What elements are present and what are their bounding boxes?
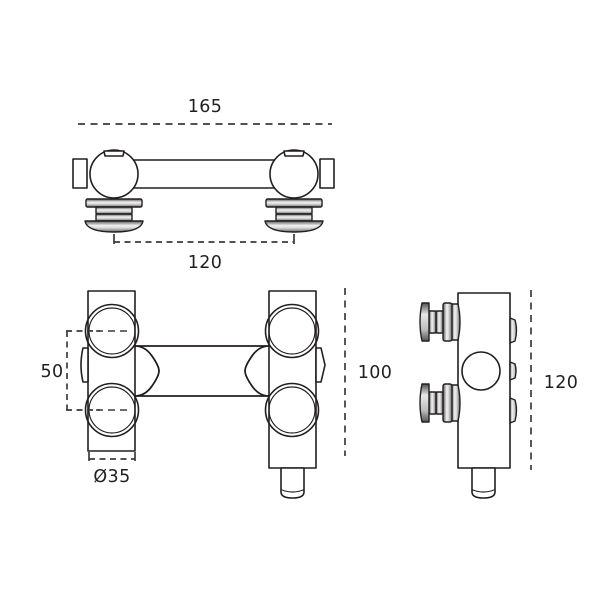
top-view-left-end-tab [72,158,88,189]
dimension-mount-spacing: 120 [113,234,295,273]
dimension-label-100: 100 [358,363,393,383]
clamp-spacer-upper [95,206,133,215]
clamp-disc-inner [442,302,453,342]
side-view-lower-clamp-assembly [419,383,461,423]
stub-shape [471,467,496,499]
dimension-label-165: 165 [188,97,223,117]
dimension-label-120-side: 120 [544,373,579,393]
dimension-clamp-diameter: Ø35 [88,452,136,487]
front-view-right-body [268,290,317,469]
clamp-disc-inner [442,383,453,423]
clamp-outer-cap [419,383,430,423]
clamp-inner-pad [450,384,461,422]
top-view-left-clamp-stack [84,198,144,233]
clamp-disc-upper [85,198,143,208]
clamp-spacer-b [428,310,437,334]
side-view-upper-clamp-assembly [419,302,461,342]
top-view: 165 [72,97,335,273]
front-view-tube-right-fillet [244,345,270,397]
front-view: 50 Ø35 100 [40,288,393,499]
dimension-overall-length: 165 [78,97,332,125]
clamp-spacer-lower [275,213,313,222]
front-view-left-side-tab [80,347,89,383]
dimension-side-height: 120 [530,290,579,470]
stub-seam [472,489,495,493]
side-view-mounting-stub [471,467,496,499]
front-view-right-side-tab [315,347,326,383]
stub-shape [280,467,305,499]
top-view-tube [111,159,297,189]
side-view-middle-right-tab [509,361,517,381]
clamp-outer-cap [419,302,430,342]
dimension-body-height: 100 [344,288,393,456]
side-view-upper-right-tab [509,317,518,344]
side-view-lower-right-tab [509,397,518,424]
dimension-clamp-spacing: 50 [40,330,100,411]
clamp-spacer-b [428,391,437,415]
top-view-right-end-tab [319,158,335,189]
top-view-right-body [269,149,319,199]
clamp-inner-pad [450,303,461,341]
dimension-label-120-top: 120 [188,253,223,273]
front-view-right-upper-clamp [264,303,320,359]
clamp-base-cap [84,220,144,233]
stub-seam [281,489,304,493]
clamp-spacer-a [435,391,444,415]
clamp-spacer-upper [275,206,313,215]
top-view-left-body [89,149,139,199]
clamp-base-cap [264,220,324,233]
top-view-left-nub [103,150,125,157]
top-view-right-clamp-stack [264,198,324,233]
front-view-right-lower-clamp [264,382,320,438]
dimension-label-d35: Ø35 [93,467,130,487]
front-view-left-body [87,290,136,452]
side-view: 120 [419,290,579,499]
top-view-right-nub [283,150,305,157]
side-view-body [457,292,511,469]
clamp-spacer-a [435,310,444,334]
front-view-tube [134,345,270,397]
clamp-spacer-lower [95,213,133,222]
front-view-mounting-stub [280,467,305,499]
side-view-center-boss [461,351,501,391]
clamp-disc-upper [265,198,323,208]
dimension-label-50: 50 [40,362,63,382]
front-view-tube-left-fillet [134,345,160,397]
